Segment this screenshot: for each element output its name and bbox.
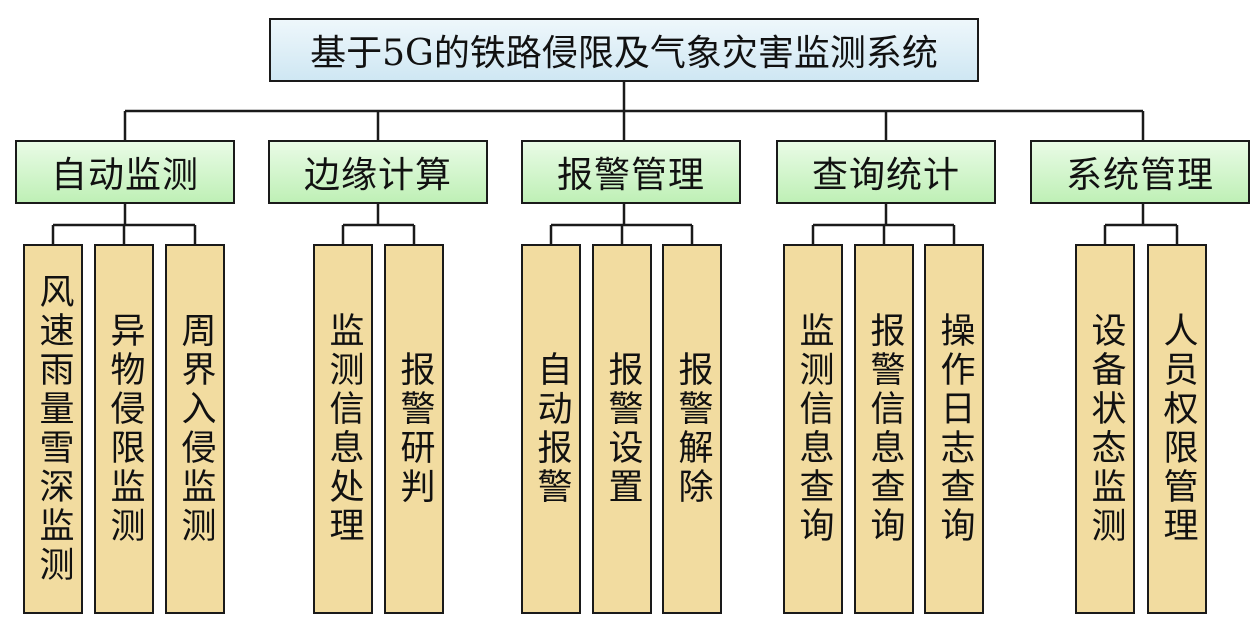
- leaf-label: 风速雨量雪深监测: [33, 273, 74, 585]
- leaf-node: 人员权限管理: [1147, 244, 1207, 614]
- leaf-node: 异物侵限监测: [94, 244, 154, 614]
- leaf-label: 监测信息处理: [323, 312, 364, 546]
- leaf-label: 报警设置: [602, 351, 643, 507]
- root-node-label: 基于5G的铁路侵限及气象灾害监测系统: [310, 33, 938, 74]
- leaf-node: 风速雨量雪深监测: [23, 244, 83, 614]
- category-auto-monitoring: 自动监测: [15, 140, 235, 204]
- category-label: 报警管理: [556, 155, 705, 196]
- leaf-node: 报警设置: [592, 244, 652, 614]
- leaf-node: 报警信息查询: [854, 244, 914, 614]
- category-query-statistics: 查询统计: [776, 140, 996, 204]
- leaf-node: 报警研判: [384, 244, 444, 614]
- category-alarm-management: 报警管理: [521, 140, 741, 204]
- leaf-node: 周界入侵监测: [165, 244, 225, 614]
- leaf-node: 报警解除: [662, 244, 722, 614]
- leaf-label: 报警解除: [672, 351, 713, 507]
- leaf-label: 报警研判: [394, 351, 435, 507]
- leaf-label: 人员权限管理: [1157, 312, 1198, 546]
- leaf-node: 设备状态监测: [1075, 244, 1135, 614]
- leaf-node: 自动报警: [521, 244, 581, 614]
- leaf-label: 设备状态监测: [1085, 312, 1126, 546]
- leaf-label: 报警信息查询: [864, 312, 905, 546]
- category-edge-computing: 边缘计算: [268, 140, 488, 204]
- leaf-label: 监测信息查询: [793, 312, 834, 546]
- leaf-label: 自动报警: [531, 351, 572, 507]
- category-system-management: 系统管理: [1030, 140, 1250, 204]
- category-label: 自动监测: [50, 155, 199, 196]
- category-label: 系统管理: [1065, 155, 1214, 196]
- leaf-node: 操作日志查询: [924, 244, 984, 614]
- leaf-node: 监测信息查询: [783, 244, 843, 614]
- category-label: 边缘计算: [303, 155, 452, 196]
- category-label: 查询统计: [811, 155, 960, 196]
- leaf-label: 周界入侵监测: [175, 312, 216, 546]
- leaf-label: 操作日志查询: [934, 312, 975, 546]
- leaf-node: 监测信息处理: [313, 244, 373, 614]
- leaf-label: 异物侵限监测: [104, 312, 145, 546]
- root-node: 基于5G的铁路侵限及气象灾害监测系统: [269, 18, 979, 82]
